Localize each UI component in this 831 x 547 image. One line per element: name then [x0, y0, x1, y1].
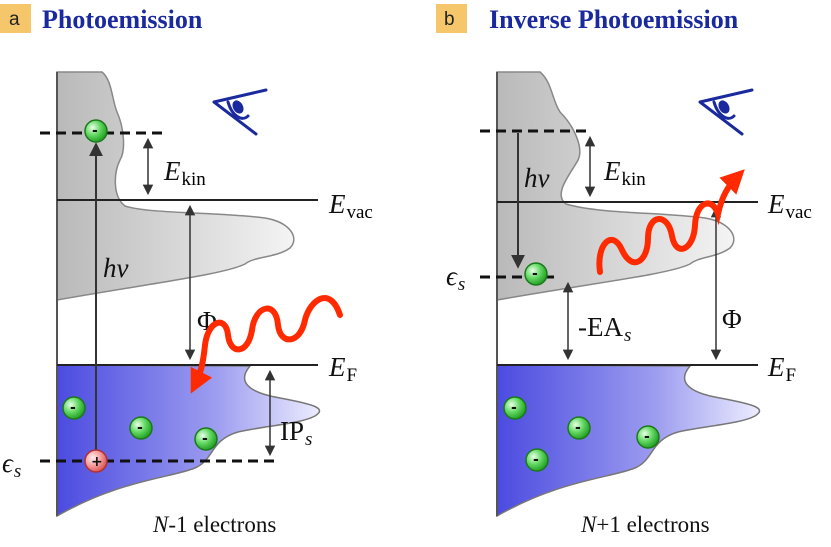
panel-b-captured-electron: -	[524, 262, 548, 286]
panel-a-title: Photoemission	[42, 5, 203, 34]
electron-icon	[194, 427, 218, 451]
panel-a-electron-2: -	[129, 416, 153, 440]
panel-b-title: Inverse Photoemission	[489, 5, 739, 34]
panel-b-hv-label: hv	[524, 163, 550, 193]
hole-icon	[84, 449, 108, 473]
panel-b-electron-1: -	[503, 396, 527, 420]
electron-sign: -	[533, 452, 539, 468]
panel-b-ef-label: EF	[767, 352, 796, 386]
electron-icon	[567, 416, 591, 440]
panel-b-badge	[436, 4, 467, 33]
eye-detector-icon	[212, 88, 268, 136]
electron-icon	[525, 448, 549, 472]
panel-b-electron-2: -	[567, 416, 591, 440]
panel-a-hv-label: hv	[103, 253, 129, 283]
electron-sign: -	[532, 266, 538, 282]
panel-b-caption: N+1 electrons	[580, 512, 710, 537]
panel-a-electron-1: -	[62, 396, 86, 420]
panel-b-electron-3: -	[636, 425, 660, 449]
panel-b-ekin-label: Ekin	[603, 156, 646, 190]
electron-sign: -	[92, 123, 98, 139]
panel-a-caption: N-1 electrons	[152, 512, 276, 537]
panel-a-hole: +	[84, 449, 108, 473]
panel-a: a Photoemission hv Ekin Evac Φ	[0, 4, 373, 537]
electron-sign: -	[644, 429, 650, 445]
electron-icon	[84, 119, 108, 143]
panel-a-unoccupied-dos	[56, 71, 295, 301]
panel-b-evac-label: Evac	[767, 189, 812, 223]
electron-icon	[503, 396, 527, 420]
panel-a-excited-electron: -	[84, 119, 108, 143]
photon-wave-icon	[190, 295, 343, 394]
electron-icon	[62, 396, 86, 420]
electron-sign: -	[70, 400, 76, 416]
panel-a-badge-label: a	[9, 9, 20, 30]
panel-b-ea-label: -EAs	[578, 312, 631, 346]
hole-sign: +	[91, 454, 103, 470]
panel-b-electron-4: -	[525, 448, 549, 472]
electron-icon	[129, 416, 153, 440]
panel-a-evac-label: Evac	[328, 189, 373, 223]
panel-b-badge-label: b	[444, 9, 455, 30]
panel-b-eps-label: ϵs	[446, 261, 465, 295]
panel-b-occupied-dos	[496, 364, 761, 518]
electron-icon	[636, 425, 660, 449]
panel-a-eps-label: ϵs	[2, 448, 21, 482]
panel-a-ip-label: IPs	[280, 416, 312, 450]
electron-sign: -	[137, 420, 143, 436]
electron-icon	[524, 262, 548, 286]
photon-wave-icon	[596, 169, 745, 275]
panel-a-ef-label: EF	[328, 352, 357, 386]
panel-b-phi-label: Φ	[722, 304, 742, 334]
panel-a-electron-3: -	[194, 427, 218, 451]
electron-sign: -	[575, 420, 581, 436]
panel-a-ekin-label: Ekin	[163, 156, 206, 190]
electron-sign: -	[202, 431, 208, 447]
eye-detector-icon	[698, 88, 754, 136]
electron-sign: -	[511, 400, 517, 416]
panel-a-badge	[0, 4, 31, 33]
panel-b: b Inverse Photoemission hv Ekin Evac Φ E…	[436, 4, 812, 537]
